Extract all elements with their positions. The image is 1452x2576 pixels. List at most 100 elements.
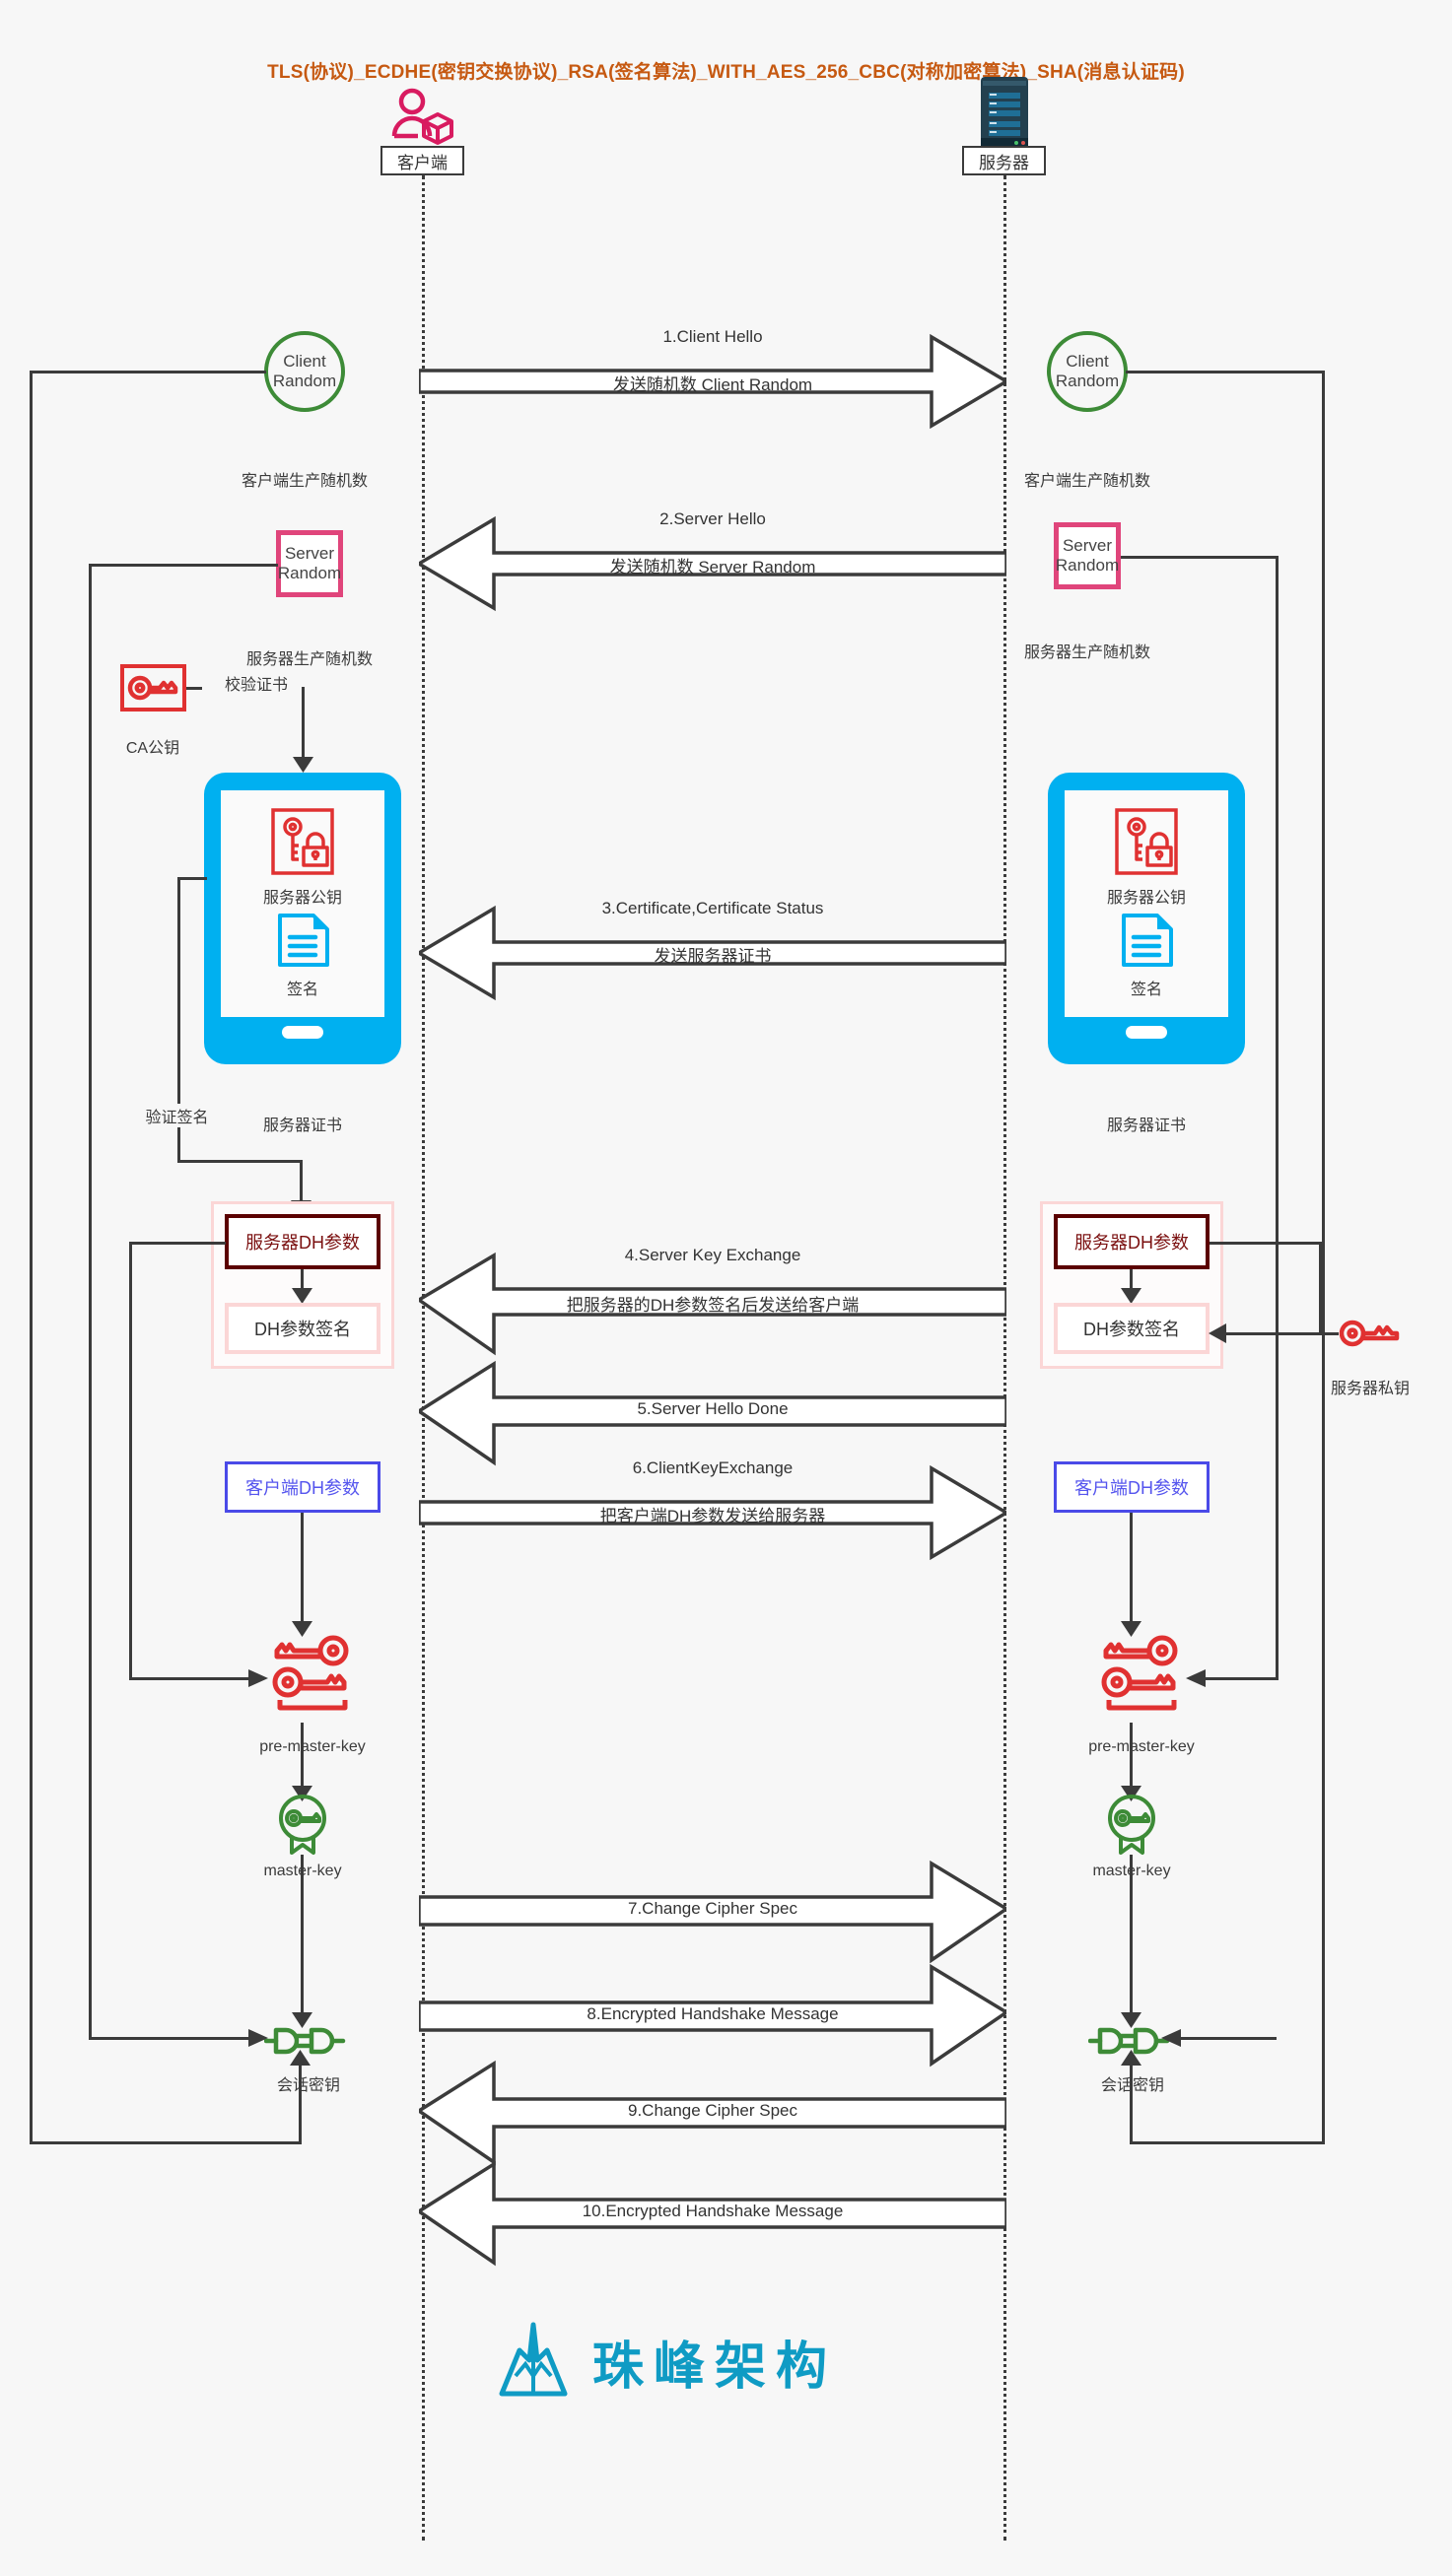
server-certificate-tablet: 服务器公钥 签名	[1048, 773, 1245, 1064]
server-cert-public-key-label: 服务器公钥	[1106, 890, 1186, 907]
server-random-inner-line	[89, 564, 278, 567]
server-premaster-arrowhead	[1121, 1786, 1141, 1801]
server-dh-signature-label: DH参数签名	[1083, 1320, 1180, 1339]
message-4-top-label: 4.Server Key Exchange	[624, 1246, 801, 1264]
server-random-client-caption: 服务器生产随机数	[245, 651, 373, 668]
message-7[interactable]: 7.Change Cipher Spec	[419, 1858, 1006, 1966]
client-actor-label: 客户端	[397, 153, 448, 172]
server-certificate-screen: 服务器公钥 签名	[1065, 790, 1228, 1017]
server-random-node-server: Server Random	[1054, 522, 1121, 589]
server-outer-up	[1130, 2058, 1133, 2144]
ca-public-key-icon	[120, 664, 186, 712]
client-dh-label-right: 客户端DH参数	[1074, 1478, 1189, 1498]
server-clientdh-down-arrowhead	[1121, 1621, 1141, 1637]
private-key-to-dhsig-line	[1222, 1332, 1339, 1335]
server-random-client-line2: Random	[277, 564, 342, 582]
client-outer-vertical	[30, 371, 33, 2144]
message-10[interactable]: 10.Encrypted Handshake Message	[419, 2160, 1006, 2271]
client-session-key-icon	[263, 2024, 347, 2058]
server-random-server-line1: Server	[1062, 536, 1113, 556]
server-cert-key-lock-icon	[1115, 808, 1178, 880]
verify-cert-arrowhead	[293, 757, 313, 773]
message-8[interactable]: 8.Encrypted Handshake Message	[419, 1961, 1006, 2071]
client-premaster-to-master-line	[301, 1723, 304, 1792]
message-1[interactable]: 1.Client Hello 发送随机数 Client Random	[419, 325, 1006, 432]
client-inner-vertical	[89, 564, 92, 2039]
server-private-key-caption: 服务器私钥	[1330, 1381, 1410, 1397]
server-server-dh-box: 服务器DH参数	[1054, 1214, 1210, 1269]
verify-signature-label: 验证签名	[120, 1104, 234, 1127]
client-certificate-caption: 服务器证书	[262, 1118, 342, 1134]
client-dh-to-sig-arrowhead	[292, 1288, 312, 1304]
client-dhsig-out	[129, 1242, 226, 1245]
mountain-icon	[488, 2321, 579, 2403]
client-server-dh-label: 服务器DH参数	[245, 1233, 360, 1253]
watermark-logo: 珠峰架构	[488, 2321, 837, 2403]
server-cert-document-icon	[1118, 912, 1175, 974]
client-master-key-icon	[274, 1792, 331, 1857]
client-outer-uparrow	[290, 2050, 311, 2066]
message-4[interactable]: 4.Server Key Exchange 把服务器的DH参数签名后发送给客户端	[419, 1244, 1006, 1364]
client-dh-to-sig-line	[301, 1269, 304, 1293]
client-session-key-caption: 会话密钥	[244, 2071, 373, 2095]
server-random-inner-line	[1121, 556, 1279, 559]
client-dh-box-right: 客户端DH参数	[1054, 1461, 1210, 1513]
client-actor-icon	[386, 87, 457, 148]
server-pre-master-key-icon	[1093, 1631, 1190, 1722]
server-side-client-random-line1: Client	[1066, 352, 1109, 372]
message-6[interactable]: 6.ClientKeyExchange 把客户端DH参数发送给服务器	[419, 1457, 1006, 1563]
cert-to-verifysig-line	[177, 877, 207, 880]
client-server-dh-box: 服务器DH参数	[225, 1214, 380, 1269]
client-outer-bottom	[30, 2141, 301, 2144]
message-10-inner-label: 10.Encrypted Handshake Message	[582, 2202, 844, 2220]
message-6-inner-label: 把客户端DH参数发送给服务器	[599, 1507, 826, 1525]
client-inner-arrowhead	[248, 2029, 268, 2047]
message-2[interactable]: 2.Server Hello 发送随机数 Server Random	[419, 508, 1006, 614]
server-session-key-icon	[1087, 2024, 1171, 2058]
client-outer-up	[299, 2058, 302, 2144]
client-cert-public-key-label: 服务器公钥	[262, 890, 342, 907]
client-actor-box[interactable]: 客户端	[380, 146, 464, 175]
message-6-top-label: 6.ClientKeyExchange	[632, 1458, 794, 1477]
verify-cert-line	[302, 687, 305, 760]
server-random-outer-line	[1126, 371, 1325, 373]
message-1-top-label: 1.Client Hello	[662, 327, 763, 346]
server-master-to-session-line	[1130, 1855, 1133, 2019]
client-pre-master-key-icon	[264, 1631, 361, 1722]
client-dhsig-to-premaster-horz	[129, 1677, 251, 1680]
verify-cert-label: 校验证书	[202, 671, 311, 695]
client-dh-down-arrowhead	[292, 1621, 312, 1637]
message-4-inner-label: 把服务器的DH参数签名后发送给客户端	[566, 1296, 860, 1315]
verifysig-vertical-line	[177, 877, 180, 1163]
server-session-key-caption: 会话密钥	[1069, 2071, 1197, 2095]
server-random-node-client: Server Random	[276, 530, 343, 597]
server-certificate-caption: 服务器证书	[1106, 1118, 1186, 1134]
server-actor-box[interactable]: 服务器	[962, 146, 1046, 175]
server-outer-vertical	[1322, 371, 1325, 2144]
client-cert-signature-label: 签名	[286, 982, 318, 998]
message-9[interactable]: 9.Change Cipher Spec	[419, 2060, 1006, 2170]
client-master-arrowhead	[292, 2012, 312, 2028]
message-3-inner-label: 发送服务器证书	[654, 947, 772, 966]
client-cert-home-button	[282, 1026, 323, 1039]
server-server-dh-label: 服务器DH参数	[1074, 1233, 1189, 1253]
client-lifeline	[422, 175, 425, 2541]
message-5-inner-label: 5.Server Hello Done	[637, 1399, 789, 1418]
message-3[interactable]: 3.Certificate,Certificate Status 发送服务器证书	[419, 897, 1006, 1003]
client-dh-signature-label: DH参数签名	[254, 1320, 351, 1339]
client-cert-document-icon	[274, 912, 331, 974]
server-side-client-random-line2: Random	[1055, 372, 1120, 390]
client-dh-signature-box: DH参数签名	[225, 1303, 380, 1354]
client-random-line1: Client	[283, 352, 326, 372]
server-dh-to-sig-line	[1130, 1269, 1133, 1293]
server-dh-right-out-line	[1210, 1242, 1322, 1245]
verifysig-to-dh-line	[177, 1160, 303, 1163]
message-1-inner-label: 发送随机数 Client Random	[612, 375, 813, 394]
page-title: TLS(协议)_ECDHE(密钥交换协议)_RSA(签名算法)_WITH_AES…	[267, 62, 1185, 83]
server-random-server-caption: 服务器生产随机数	[1023, 644, 1150, 661]
server-inner-vertical	[1276, 556, 1279, 1680]
message-5[interactable]: 5.Server Hello Done	[419, 1360, 1006, 1468]
client-inner-to-session	[89, 2037, 251, 2040]
message-2-top-label: 2.Server Hello	[659, 509, 766, 528]
server-premaster-to-master-line	[1130, 1723, 1133, 1792]
